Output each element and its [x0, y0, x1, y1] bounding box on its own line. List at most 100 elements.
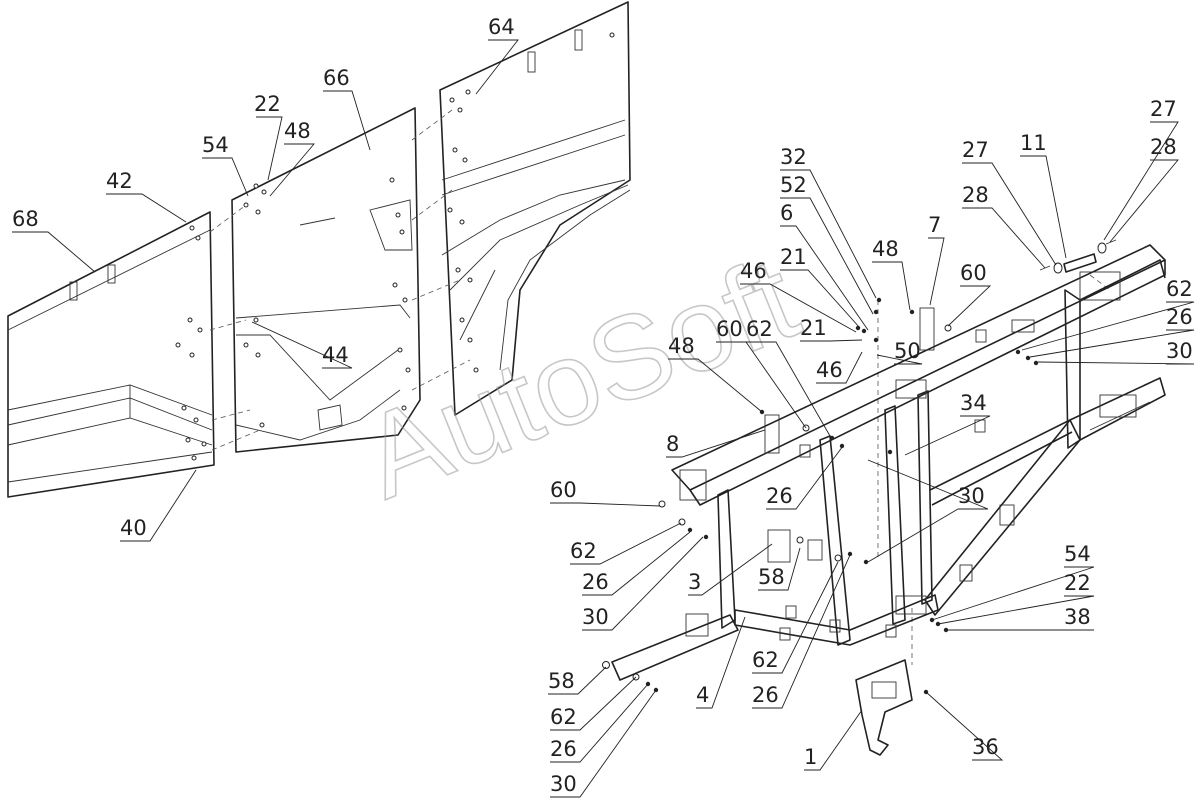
svg-text:27: 27 — [1150, 97, 1177, 121]
svg-text:28: 28 — [962, 183, 989, 207]
svg-text:8: 8 — [666, 432, 679, 456]
svg-text:62: 62 — [1166, 277, 1193, 301]
callout-44: 44 — [251, 321, 353, 369]
callout-58b: 58 — [548, 666, 607, 695]
svg-text:62: 62 — [550, 705, 577, 729]
callout-30b: 30 — [867, 459, 989, 510]
svg-text:54: 54 — [202, 133, 229, 157]
callout-1: 1 — [804, 709, 863, 771]
callout-60c: 60 — [550, 478, 661, 507]
svg-text:21: 21 — [800, 316, 827, 340]
svg-text:44: 44 — [322, 343, 349, 367]
callout-62c: 62 — [570, 522, 682, 565]
callout-30c — [867, 508, 959, 563]
svg-text:21: 21 — [780, 245, 807, 269]
svg-text:62: 62 — [746, 317, 773, 341]
svg-text:64: 64 — [488, 15, 515, 39]
callout-34: 34 — [904, 391, 991, 456]
callout-28: 28 — [962, 183, 1046, 269]
callout-54b: 54 — [931, 542, 1095, 621]
callout-30e: 30 — [550, 689, 657, 798]
callout-42: 42 — [106, 169, 187, 223]
svg-text:28: 28 — [1150, 135, 1177, 159]
svg-text:50: 50 — [894, 339, 921, 363]
svg-text:34: 34 — [960, 391, 987, 415]
callout-46: 46 — [740, 259, 857, 333]
callout-22: 22 — [254, 92, 283, 181]
svg-text:27: 27 — [962, 138, 989, 162]
svg-text:32: 32 — [780, 145, 807, 169]
callout-66: 66 — [323, 66, 371, 151]
svg-text:22: 22 — [254, 92, 281, 116]
callout-21b: 21 — [800, 316, 863, 342]
svg-text:30: 30 — [1166, 339, 1193, 363]
svg-text:30: 30 — [582, 605, 609, 629]
callout-48: 48 — [269, 119, 315, 197]
callout-58: 58 — [758, 547, 801, 591]
svg-text:22: 22 — [1064, 571, 1091, 595]
svg-text:58: 58 — [758, 565, 785, 589]
callout-48b: 48 — [872, 237, 911, 311]
svg-text:11: 11 — [1020, 131, 1047, 155]
svg-text:3: 3 — [688, 570, 701, 594]
svg-text:42: 42 — [106, 169, 133, 193]
svg-text:68: 68 — [12, 207, 39, 231]
callout-26d: 26 — [550, 683, 649, 763]
svg-text:60: 60 — [960, 261, 987, 285]
callout-64: 64 — [475, 15, 519, 95]
svg-text:46: 46 — [816, 358, 843, 382]
callout-7: 7 — [928, 213, 945, 306]
callout-3: 3 — [688, 543, 773, 596]
panel-66 — [231, 107, 421, 453]
callout-26b: 26 — [766, 445, 844, 510]
svg-text:26: 26 — [752, 683, 779, 707]
callout-60: 60 — [947, 261, 992, 327]
callout-22b: 22 — [937, 571, 1095, 625]
callout-62: 62 — [1021, 277, 1195, 351]
callout-27: 27 — [962, 138, 1057, 266]
svg-text:54: 54 — [1064, 542, 1091, 566]
svg-text:30: 30 — [958, 484, 985, 508]
callout-layer: 68 42 54 22 48 66 64 44 40 32 52 6 21 46… — [12, 15, 1195, 798]
svg-text:6: 6 — [780, 201, 793, 225]
callout-54: 54 — [202, 133, 249, 197]
svg-text:26: 26 — [582, 570, 609, 594]
callout-50: 50 — [876, 339, 923, 365]
callout-36: 36 — [925, 691, 1004, 761]
svg-text:4: 4 — [696, 683, 709, 707]
svg-text:36: 36 — [972, 735, 999, 759]
svg-text:48: 48 — [668, 334, 695, 358]
callout-26: 26 — [1029, 305, 1195, 358]
callout-4: 4 — [696, 616, 746, 709]
callout-38: 38 — [944, 605, 1094, 631]
svg-text:40: 40 — [120, 516, 147, 540]
svg-text:48: 48 — [872, 237, 899, 261]
svg-text:30: 30 — [550, 772, 577, 796]
callout-52: 52 — [780, 173, 874, 315]
callout-62d: 62 — [550, 676, 637, 731]
callout-26e: 26 — [752, 554, 851, 709]
callout-27b: 27 — [1103, 97, 1179, 241]
callout-62b: 62 — [746, 317, 831, 437]
callout-6: 6 — [780, 201, 869, 331]
callout-26c: 26 — [582, 531, 691, 596]
svg-text:58: 58 — [548, 669, 575, 693]
svg-text:7: 7 — [928, 213, 941, 237]
callout-28b: 28 — [1109, 135, 1179, 243]
cab-frame — [611, 239, 1166, 756]
callout-30: 30 — [1037, 339, 1195, 365]
callout-11: 11 — [1020, 131, 1067, 259]
callout-32: 32 — [780, 145, 877, 299]
svg-text:46: 46 — [740, 259, 767, 283]
svg-text:38: 38 — [1064, 605, 1091, 629]
svg-text:26: 26 — [1166, 305, 1193, 329]
panel-64 — [439, 1, 631, 416]
svg-text:52: 52 — [780, 173, 807, 197]
svg-text:60: 60 — [716, 317, 743, 341]
callout-68: 68 — [12, 207, 96, 273]
svg-text:1: 1 — [804, 745, 817, 769]
svg-text:26: 26 — [766, 484, 793, 508]
callout-8: 8 — [666, 429, 766, 458]
